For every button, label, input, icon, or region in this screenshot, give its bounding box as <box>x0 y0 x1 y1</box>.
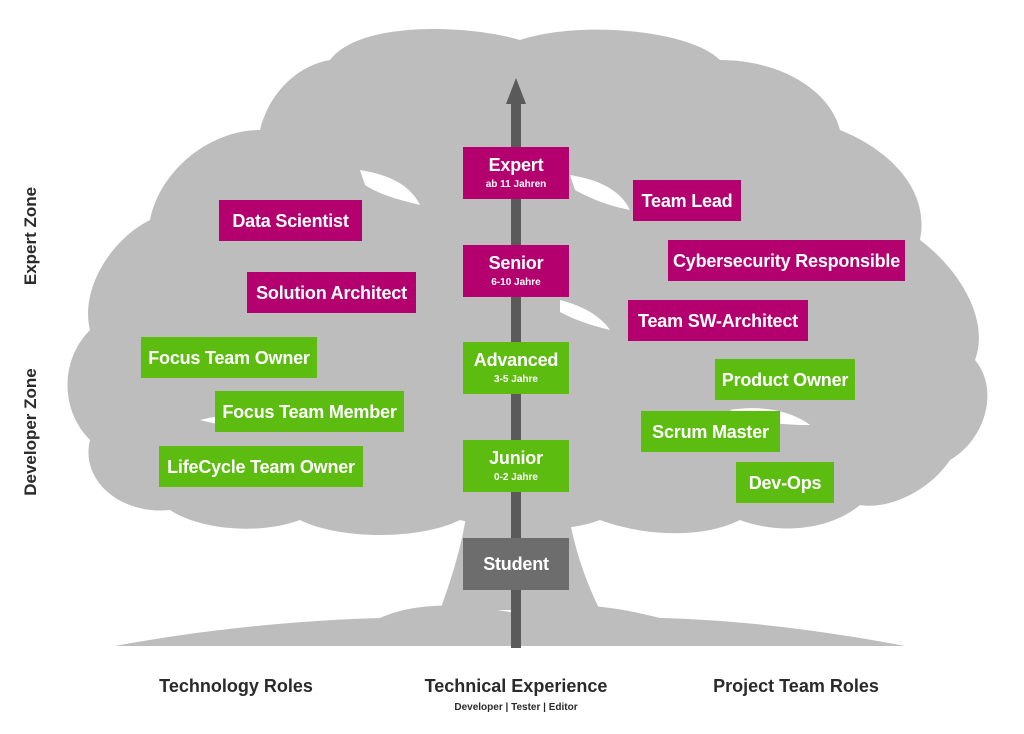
role-data-scientist-label: Data Scientist <box>232 210 349 231</box>
role-team-lead-label: Team Lead <box>641 190 733 211</box>
role-dev-ops: Dev-Ops <box>736 462 834 503</box>
technical-experience-label: Technical Experience <box>424 676 608 696</box>
level-student: Student <box>463 538 569 590</box>
role-product-owner-label: Product Owner <box>721 369 849 390</box>
level-junior: Junior 0-2 Jahre <box>463 440 569 492</box>
level-advanced-sub: 3-5 Jahre <box>494 374 538 385</box>
role-lifecycle-team-owner-label: LifeCycle Team Owner <box>167 456 355 477</box>
role-cybersecurity-responsible-label: Cybersecurity Responsible <box>672 250 901 271</box>
role-solution-architect: Solution Architect <box>247 272 416 313</box>
technical-experience-sub: Developer | Tester | Editor <box>454 702 578 713</box>
level-student-title: Student <box>483 554 549 574</box>
level-expert-sub: ab 11 Jahren <box>485 179 547 190</box>
level-expert: Expert ab 11 Jahren <box>463 147 569 199</box>
level-junior-title: Junior <box>489 448 543 468</box>
role-focus-team-owner: Focus Team Owner <box>141 337 317 378</box>
level-senior-sub: 6-10 Jahre <box>491 277 541 288</box>
role-solution-architect-label: Solution Architect <box>256 282 407 303</box>
role-focus-team-member: Focus Team Member <box>215 391 404 432</box>
level-advanced: Advanced 3-5 Jahre <box>463 342 569 394</box>
technology-roles-label: Technology Roles <box>159 676 313 696</box>
project-team-roles-label: Project Team Roles <box>713 676 879 696</box>
role-product-owner: Product Owner <box>715 359 855 400</box>
role-focus-team-owner-label: Focus Team Owner <box>148 347 310 368</box>
level-senior-title: Senior <box>488 253 544 273</box>
role-lifecycle-team-owner: LifeCycle Team Owner <box>159 446 363 487</box>
level-expert-title: Expert <box>488 155 544 175</box>
role-scrum-master-label: Scrum Master <box>652 421 769 442</box>
role-team-sw-architect-label: Team SW-Architect <box>638 310 798 331</box>
expert-zone-label: Expert Zone <box>21 186 40 286</box>
role-data-scientist: Data Scientist <box>219 200 362 241</box>
level-junior-sub: 0-2 Jahre <box>494 472 538 483</box>
developer-zone-label: Developer Zone <box>21 368 40 496</box>
role-focus-team-member-label: Focus Team Member <box>222 401 397 422</box>
level-senior: Senior 6-10 Jahre <box>463 245 569 297</box>
role-dev-ops-label: Dev-Ops <box>748 472 822 493</box>
role-team-sw-architect: Team SW-Architect <box>628 300 808 341</box>
level-advanced-title: Advanced <box>473 350 559 370</box>
role-cybersecurity-responsible: Cybersecurity Responsible <box>668 240 905 281</box>
role-scrum-master: Scrum Master <box>641 411 780 452</box>
role-team-lead: Team Lead <box>633 180 741 221</box>
